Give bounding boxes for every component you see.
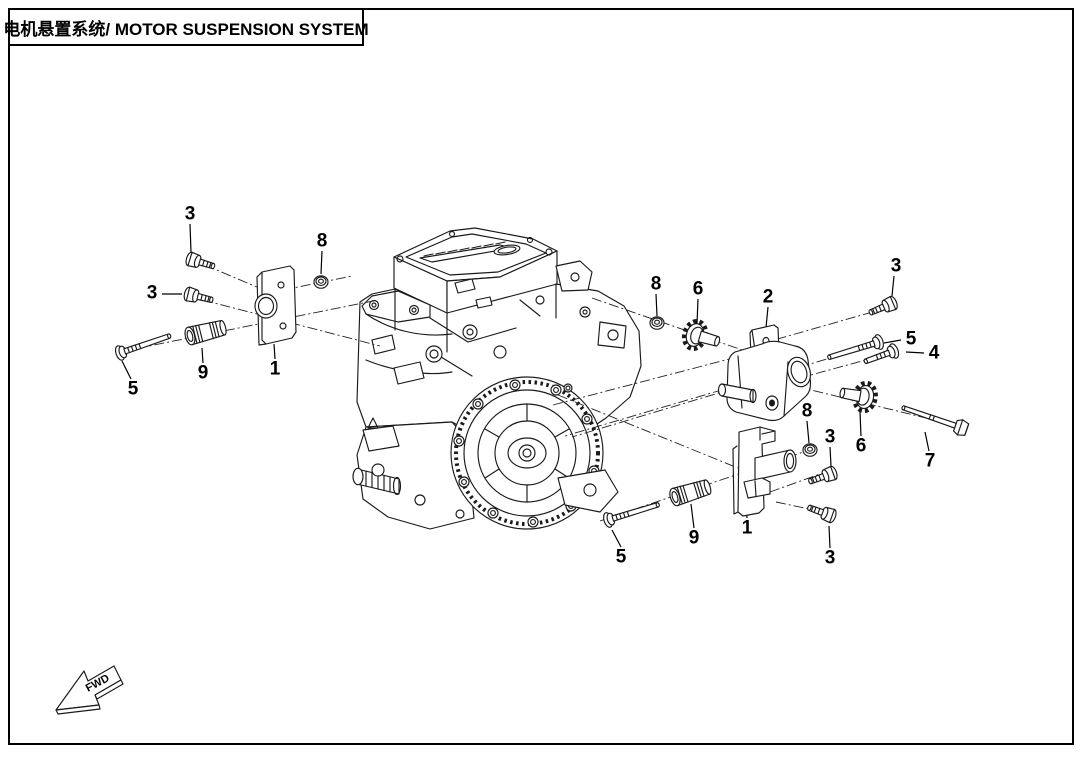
callout-leader-line — [273, 343, 276, 360]
callout-leader-line — [806, 420, 810, 444]
bolt-3-e — [804, 500, 839, 525]
bolt-3-c — [866, 294, 900, 321]
callout-number-9: 9 — [197, 362, 209, 384]
diagram-title: 电机悬置系统/ MOTOR SUSPENSION SYSTEM — [3, 8, 369, 46]
callout-number-3: 3 — [890, 255, 902, 277]
assembly-axis-line — [752, 306, 891, 347]
callout-leader-line — [924, 431, 930, 452]
callout-leader-line — [905, 351, 925, 354]
bracket-2 — [717, 324, 812, 422]
callout-leader-line — [829, 446, 832, 467]
bolt-5-a — [113, 327, 174, 362]
bracket-1-right — [732, 426, 797, 517]
callout-number-8: 8 — [316, 230, 328, 252]
callout-number-5: 5 — [127, 378, 139, 400]
callout-leader-line — [828, 525, 831, 549]
assembly-axis-line — [552, 356, 738, 406]
mount-bushing-6-b — [838, 379, 878, 413]
callout-leader-line — [883, 339, 902, 344]
leader-lines-layer — [121, 223, 930, 549]
bushing-9-b — [667, 477, 714, 508]
callout-leader-line — [121, 360, 132, 380]
bolt-5-c — [601, 496, 662, 529]
callout-number-9: 9 — [688, 527, 700, 549]
callout-number-8: 8 — [650, 273, 662, 295]
callout-leader-line — [320, 250, 323, 275]
callout-number-3: 3 — [146, 282, 158, 304]
callout-leader-line — [690, 503, 695, 529]
callout-number-1: 1 — [269, 358, 281, 380]
bolt-7 — [898, 399, 970, 438]
bolt-3-a — [184, 250, 218, 274]
motor-assembly-illustration — [352, 227, 642, 530]
bracket-1-left — [254, 265, 297, 346]
diagram-title-text: 电机悬置系统/ MOTOR SUSPENSION SYSTEM — [3, 19, 369, 39]
assembly-axis-line — [769, 473, 821, 493]
callout-leader-line — [655, 293, 658, 317]
callout-leader-line — [189, 223, 192, 253]
nut-8-a — [313, 275, 329, 289]
assembly-axis-line — [571, 388, 733, 438]
callout-number-5: 5 — [905, 328, 917, 350]
mount-bushing-6-a — [681, 319, 723, 356]
callout-leader-line — [859, 411, 862, 437]
assembly-axis-line — [204, 264, 279, 297]
callout-number-1: 1 — [741, 517, 753, 539]
bushing-9-a — [182, 317, 229, 347]
callout-number-8: 8 — [801, 400, 813, 422]
assembly-axis-line — [557, 394, 739, 469]
callout-number-5: 5 — [615, 546, 627, 568]
callout-leader-line — [201, 347, 204, 364]
nut-8-b — [649, 316, 665, 330]
callout-number-6: 6 — [855, 435, 867, 457]
callout-number-3: 3 — [824, 426, 836, 448]
assembly-axis-line — [282, 275, 353, 291]
callout-number-7: 7 — [924, 450, 936, 472]
callout-number-3: 3 — [184, 203, 196, 225]
callout-leader-line — [611, 529, 622, 548]
callout-number-4: 4 — [928, 342, 940, 364]
callout-leader-line — [696, 298, 699, 325]
forward-direction-marker: FWD — [55, 665, 124, 715]
assembly-axis-line — [118, 299, 379, 353]
callout-number-3: 3 — [824, 547, 836, 569]
bolt-3-b — [182, 285, 216, 308]
nut-8-c — [802, 443, 818, 457]
callout-number-6: 6 — [692, 278, 704, 300]
callout-number-2: 2 — [762, 286, 774, 308]
callout-leader-line — [891, 275, 895, 297]
